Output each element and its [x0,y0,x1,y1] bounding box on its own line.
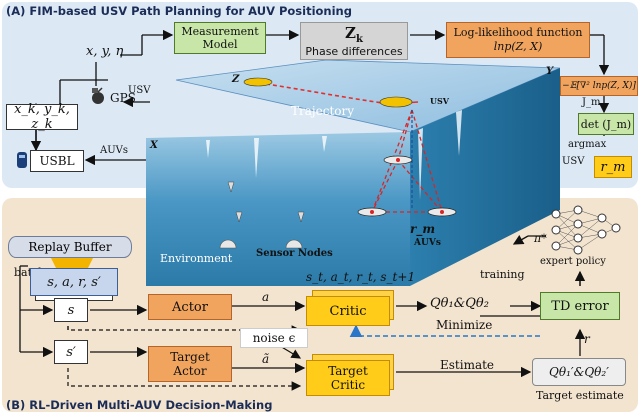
rm-scene-label: r_m [410,222,436,236]
sars-box: s, a, r, s′ [30,268,118,296]
s-label: s [67,302,75,318]
usbl-icon [14,150,30,170]
transition-tuple-label: s_t, a_t, r_t, s_t+1 [306,270,416,284]
environment-label: Environment [160,252,233,265]
a-label: a [262,290,270,304]
q-target-label: Qθ₁′&Qθ₂′ [549,365,609,379]
target-actor-label: Target Actor [170,350,210,378]
log-likelihood-formula: lnp(Z, X) [493,40,543,53]
measurement-model-label: Measurement Model [181,25,259,51]
target-actor-box: Target Actor [148,346,232,382]
trajectory-label: Trajectory [291,104,354,118]
usbl-label: USBL [39,154,75,168]
zk-symbol: Zk [345,24,363,45]
rm-label: r_m [600,159,626,175]
gps-icon [88,86,108,106]
usv-right-label: USV [562,156,585,167]
critic-label: Critic [329,303,367,319]
xyn-label: x, y, η [86,44,124,59]
pi-star-label: π* [534,232,547,245]
panel-a-title: (A) FIM-based USV Path Planning for AUV … [6,4,352,18]
phase-differences-box: Zk Phase differences [300,22,408,60]
noise-label: noise ϵ [252,331,296,345]
jm-label: J_m [582,97,601,108]
q-target-box: Qθ₁′&Qθ₂′ [532,358,626,386]
training-label: training [480,268,525,281]
usv-left-label: USV [128,85,151,96]
axis-z-label: Z [232,74,240,85]
neural-network-icon [551,205,621,255]
target-critic-label: Target Critic [328,364,368,392]
r-label: r [584,332,590,346]
target-estimate-label: Target estimate [536,389,624,402]
target-critic-box: Target Critic [306,360,390,396]
underwater-scene [146,60,560,286]
axis-x-label: X [150,140,158,151]
xyz-label: x_k, y_k, z_k [14,102,70,132]
replay-buffer-label: Replay Buffer [28,240,112,254]
log-likelihood-label: Log-likelihood function [453,26,583,39]
axis-y-label: Y [546,66,554,77]
auvs-scene-label: AUVs [414,238,441,248]
expectation-formula: −𝔼[∇² lnp(Z, X)] [562,81,636,91]
noise-box: noise ϵ [240,328,308,348]
actor-box: Actor [148,294,232,320]
measurement-model-box: Measurement Model [174,22,266,54]
critic-box: Critic [306,296,390,326]
s-box: s [54,298,88,322]
panel-b-title: (B) RL-Driven Multi-AUV Decision-Making [6,398,273,412]
xyz-box: x_k, y_k, z_k [6,102,78,132]
gps-label: GPS [110,91,136,105]
a-tilde-label: ã [262,352,270,366]
usv-scene-label: USV [430,96,449,106]
q-theta-label: Qθ₁&Qθ₂ [430,296,489,311]
td-error-box: TD error [540,292,620,320]
log-likelihood-box: Log-likelihood function lnp(Z, X) [446,22,590,58]
rm-box: r_m [594,156,632,178]
actor-label: Actor [172,299,208,315]
usbl-box: USBL [30,150,84,172]
s-prime-label: s′ [66,344,76,360]
replay-buffer-box: Replay Buffer [8,236,132,258]
det-jm-box: det (J_m) [578,113,634,135]
td-error-label: TD error [551,298,609,314]
expert-policy-label: expert policy [540,256,606,267]
sars-label: s, a, r, s′ [47,274,101,290]
sensor-nodes-label: Sensor Nodes [256,248,333,259]
expectation-box: −𝔼[∇² lnp(Z, X)] [560,76,638,96]
auvs-left-label: AUVs [100,145,129,156]
phase-differences-label: Phase differences [305,45,403,58]
s-prime-box: s′ [54,340,88,364]
minimize-label: Minimize [436,318,493,332]
estimate-label: Estimate [440,358,495,372]
argmax-label: argmax [568,139,607,150]
det-jm-label: det (J_m) [580,117,632,131]
